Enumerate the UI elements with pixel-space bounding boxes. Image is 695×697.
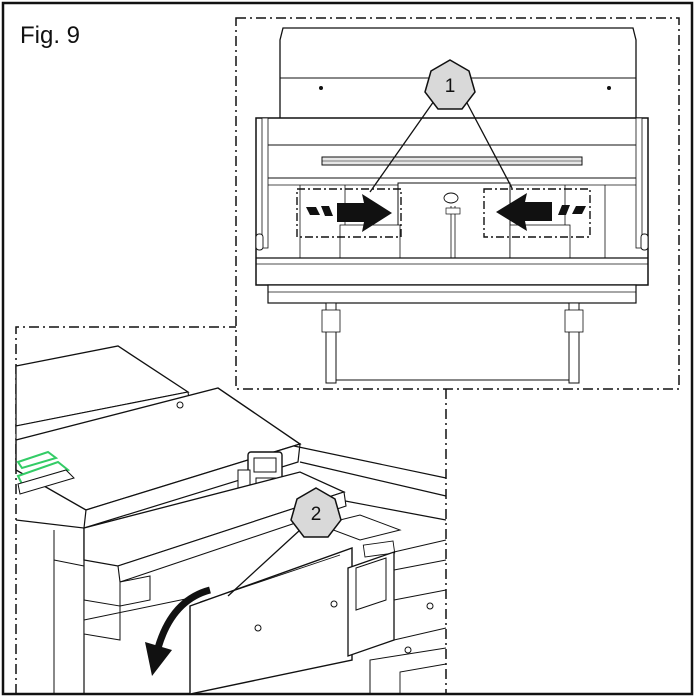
left-inward-arrow (306, 194, 392, 232)
callout-1: 1 (424, 59, 476, 110)
green-strip-upper (16, 450, 59, 470)
bottom-detail-view: 2 (15, 326, 447, 695)
callout-1-number: 1 (445, 76, 456, 97)
front-panel (189, 547, 353, 695)
right-target-box (483, 188, 591, 238)
right-bracket (347, 539, 447, 694)
top-detail-border (235, 17, 680, 390)
callout-2: 2 (290, 487, 342, 538)
cabinet-right-frame (293, 445, 447, 521)
bottom-detail-border (15, 326, 447, 694)
stand-right-leg (568, 302, 580, 384)
callout-2-number: 2 (311, 504, 322, 525)
curved-down-arrow (145, 586, 212, 676)
stand-left-leg (325, 302, 337, 384)
left-target-box (296, 188, 402, 238)
right-inward-arrow (496, 193, 586, 231)
figure-label: Fig. 9 (20, 22, 81, 49)
green-strip-lower (16, 460, 71, 486)
top-detail-view: 1 (235, 17, 680, 390)
